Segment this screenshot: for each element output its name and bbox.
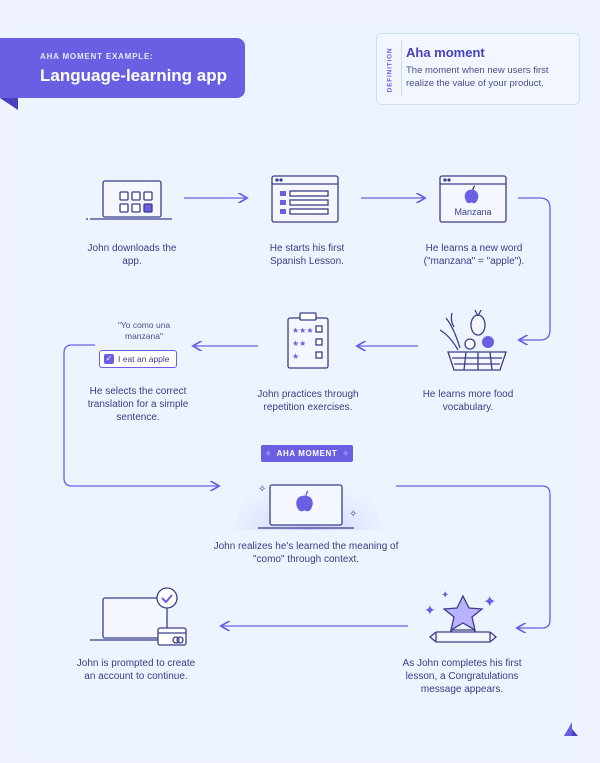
step-3-caption: He learns a new word ("manzana" = "apple… bbox=[423, 243, 525, 267]
answer-text: I eat an apple bbox=[118, 354, 170, 364]
sparkle-icon: ✧ bbox=[342, 449, 350, 458]
svg-text:★★★: ★★★ bbox=[292, 326, 314, 335]
banner-fold bbox=[0, 98, 18, 110]
laptop-card-check-icon bbox=[90, 587, 187, 646]
sparkle-icon: ✧ bbox=[264, 449, 272, 458]
step-5-caption: John practices through repetition exerci… bbox=[257, 389, 359, 413]
step-8-caption: As John completes his first lesson, a Co… bbox=[402, 658, 522, 695]
svg-text:✧: ✧ bbox=[258, 484, 266, 495]
definition-body: The moment when new users first realize … bbox=[406, 65, 549, 89]
translation-answer: ✓ I eat an apple bbox=[99, 350, 177, 368]
definition-divider bbox=[401, 40, 402, 96]
flashcard-label: Manzana bbox=[454, 207, 492, 217]
laptop-apps-icon bbox=[86, 180, 172, 220]
svg-text:✧: ✧ bbox=[349, 509, 357, 520]
svg-text:✦: ✦ bbox=[441, 590, 449, 601]
arrow-7-8 bbox=[396, 485, 551, 628]
step-1-caption: John downloads the app. bbox=[87, 243, 177, 267]
spanish-sentence: "Yo como una manzana" bbox=[117, 320, 171, 341]
svg-text:★★: ★★ bbox=[292, 339, 306, 348]
apple-flashcard-window-icon bbox=[439, 175, 507, 223]
star-trophy-icon: ✦ ✦ ✦ bbox=[424, 590, 498, 643]
step-7-caption: John realizes he's learned the meaning o… bbox=[213, 541, 399, 565]
banner-title: Language-learning app bbox=[40, 66, 228, 85]
laptop-apple-icon: ✧ ✧ bbox=[236, 458, 380, 530]
aha-moment-badge: ✧ AHA MOMENT ✧ bbox=[261, 445, 353, 462]
svg-text:★: ★ bbox=[292, 352, 299, 361]
check-icon: ✓ bbox=[104, 354, 114, 364]
definition-box bbox=[376, 33, 580, 105]
brand-logo-icon bbox=[564, 722, 578, 736]
lesson-list-window-icon bbox=[271, 175, 339, 223]
definition-title: Aha moment bbox=[406, 45, 485, 60]
svg-text:✦: ✦ bbox=[424, 603, 436, 619]
svg-text:✦: ✦ bbox=[483, 592, 496, 611]
banner-kicker: AHA MOMENT EXAMPLE: bbox=[40, 52, 154, 61]
step-4-caption: He learns more food vocabulary. bbox=[422, 389, 514, 413]
step-6-caption: He selects the correct translation for a… bbox=[87, 386, 189, 423]
header-banner bbox=[0, 38, 245, 98]
arrow-3-4 bbox=[518, 197, 551, 340]
arrow-6-7 bbox=[63, 344, 218, 486]
step-9-caption: John is prompted to create an account to… bbox=[76, 658, 196, 682]
clipboard-checklist-icon: ★★★ ★★ ★ bbox=[287, 312, 329, 369]
food-basket-icon bbox=[439, 309, 507, 371]
step-2-caption: He starts his first Spanish Lesson. bbox=[269, 243, 345, 267]
